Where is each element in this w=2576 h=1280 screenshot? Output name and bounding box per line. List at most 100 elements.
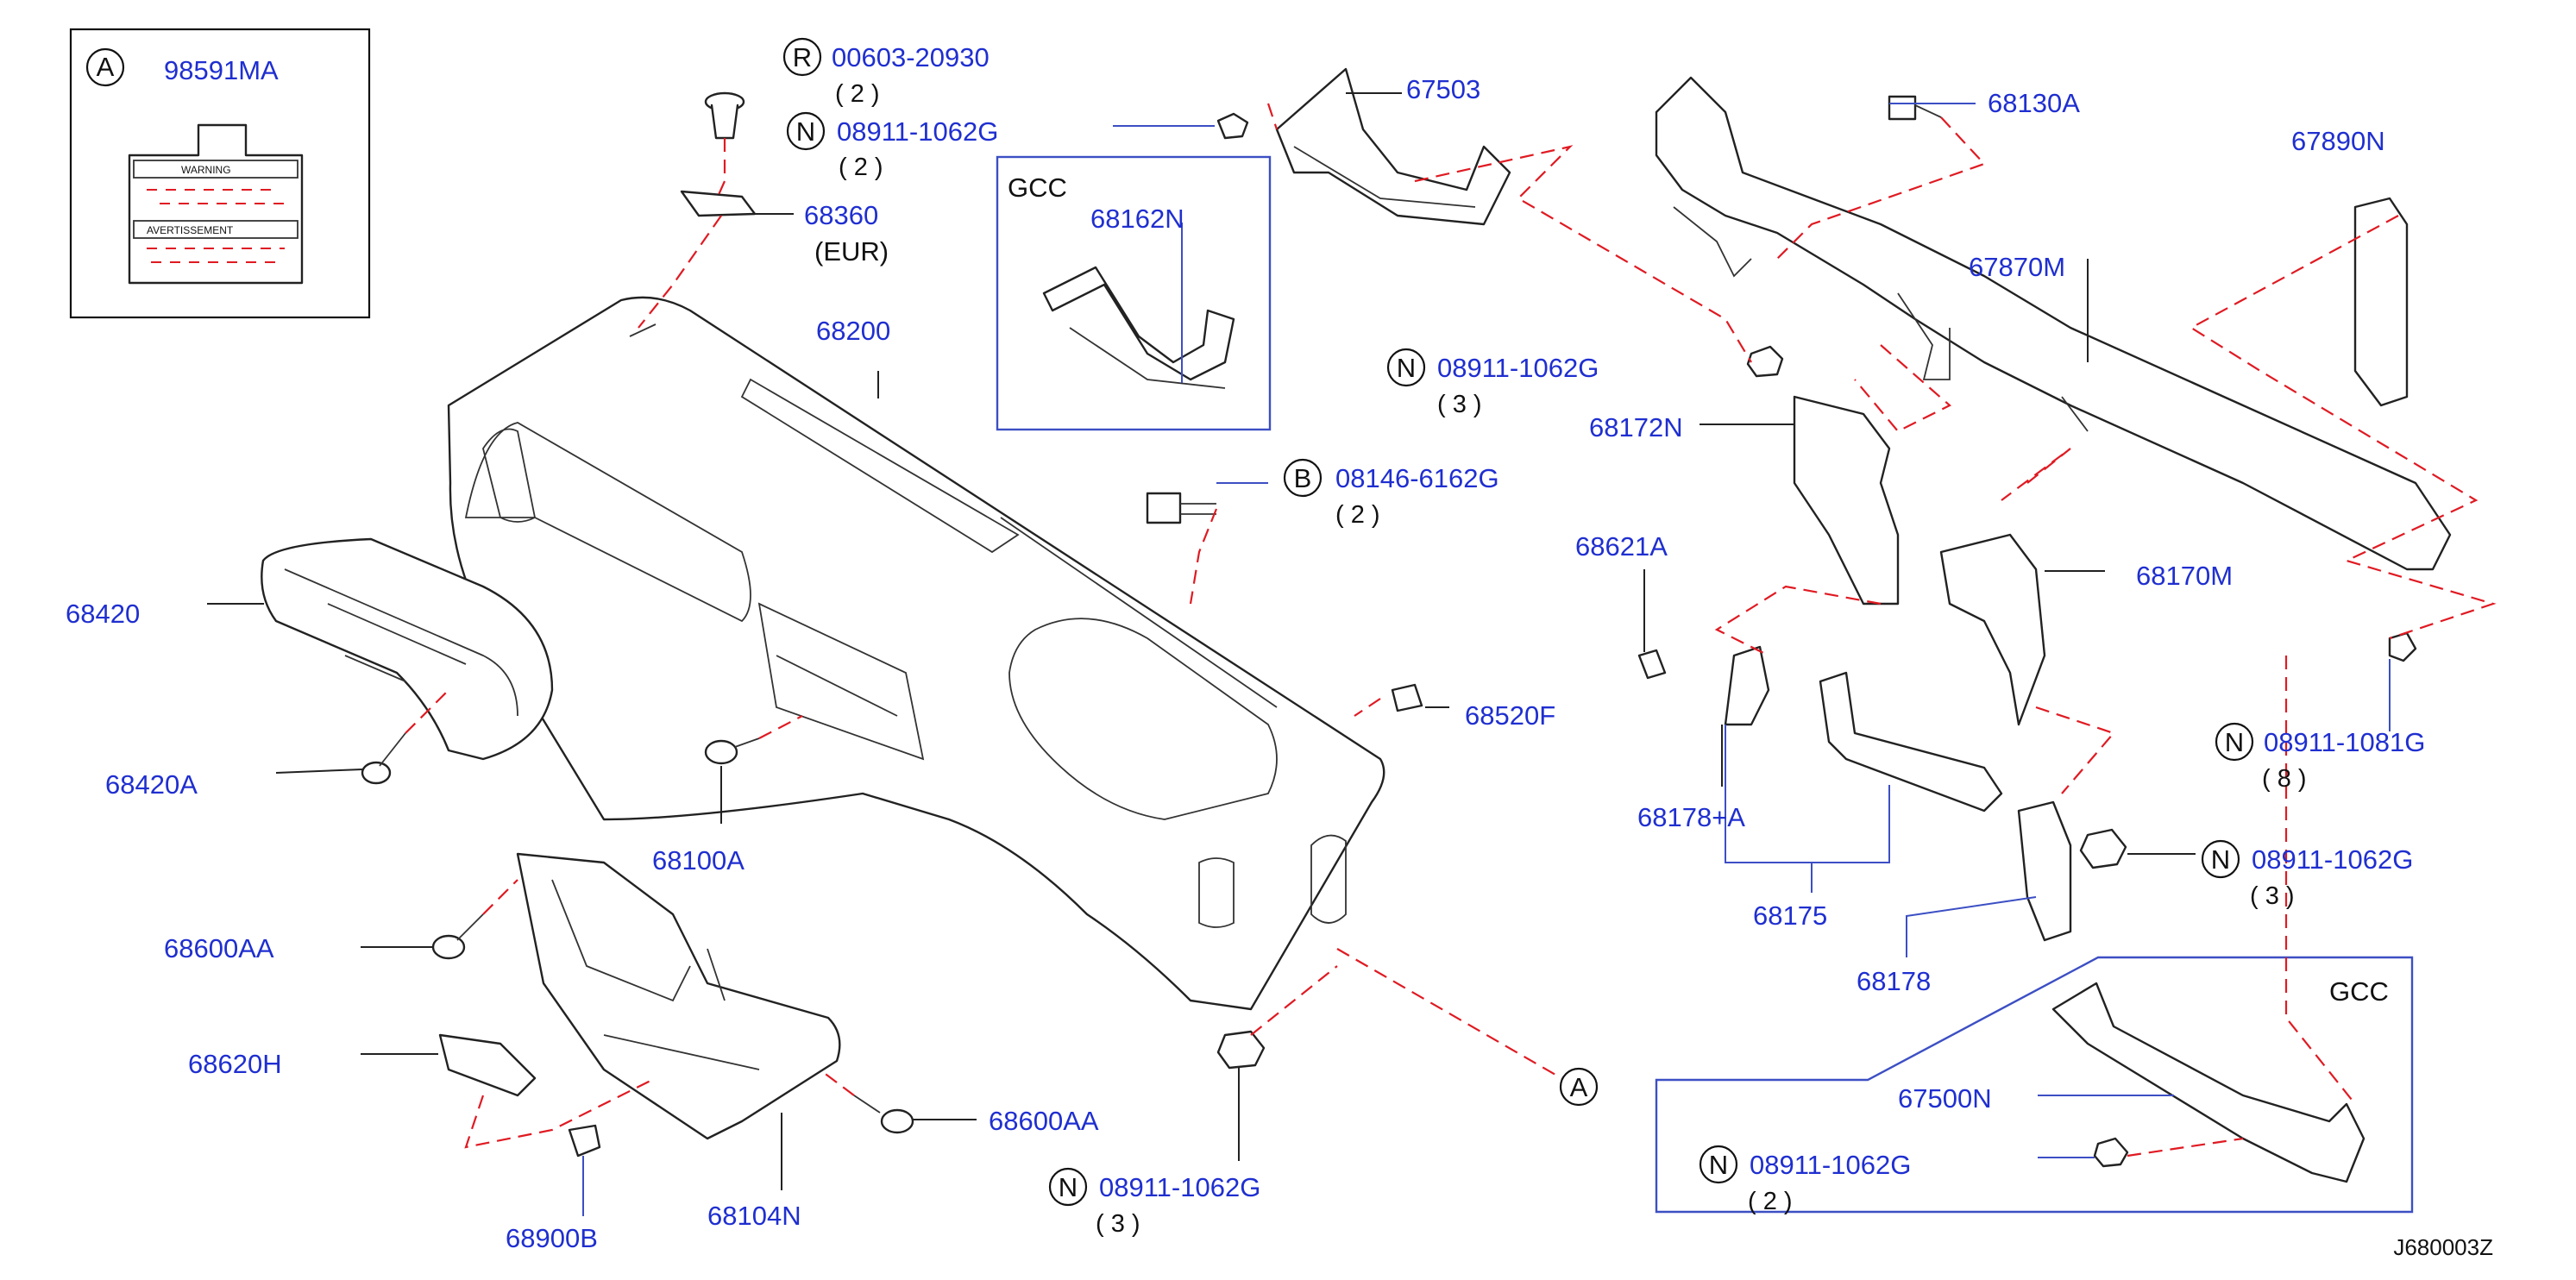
nut-08911-mid-drawing[interactable] bbox=[1746, 345, 1784, 378]
clip-68520F-body bbox=[1391, 683, 1423, 712]
part-68200[interactable]: 68200 bbox=[816, 316, 890, 346]
bracket-68172N-drawing[interactable] bbox=[1793, 395, 1900, 605]
part-67890N[interactable]: 67890N bbox=[2291, 126, 2385, 156]
bracket-68178A-drawing[interactable] bbox=[1724, 645, 1770, 726]
screw-shank bbox=[734, 737, 760, 748]
avertissement-header bbox=[133, 220, 298, 239]
dash-line bbox=[2035, 706, 2115, 794]
duct-67503-drawing[interactable] bbox=[1275, 67, 1511, 226]
part-08146-6162G[interactable]: 08146-6162G bbox=[1335, 463, 1499, 493]
screw-68100A-drawing[interactable] bbox=[704, 737, 760, 765]
part-68600AA-left[interactable]: 68600AA bbox=[164, 933, 274, 963]
nut-67503-drawing[interactable] bbox=[1216, 112, 1249, 140]
marker-b-circle bbox=[1283, 458, 1323, 498]
dash-top-line bbox=[1000, 517, 1278, 708]
nut-08911-right-drawing[interactable] bbox=[2079, 828, 2127, 869]
part-08911-1062G-bottom[interactable]: 08911-1062G bbox=[1099, 1172, 1260, 1202]
marker-n: N bbox=[2225, 727, 2244, 757]
part-68178[interactable]: 68178 bbox=[1857, 966, 1931, 996]
bolt-shank bbox=[1180, 503, 1216, 515]
part-08911-1062G-bottom-right[interactable]: 08911-1062G bbox=[1750, 1150, 1911, 1180]
part-68900B[interactable]: 68900B bbox=[506, 1223, 598, 1253]
part-68175[interactable]: 68175 bbox=[1753, 900, 1827, 931]
part-68162N[interactable]: 68162N bbox=[1090, 204, 1184, 234]
lower-cover-68104N-drawing[interactable] bbox=[516, 852, 841, 1140]
part-08911-1081G[interactable]: 08911-1081G bbox=[2264, 727, 2425, 757]
part-68520F[interactable]: 68520F bbox=[1465, 700, 1555, 731]
screw-68600AA-right-drawing[interactable] bbox=[853, 1095, 914, 1134]
part-68600AA-right[interactable]: 68600AA bbox=[989, 1106, 1099, 1136]
part-68100A[interactable]: 68100A bbox=[652, 845, 745, 875]
cluster-lid-68420-drawing[interactable] bbox=[261, 537, 554, 761]
part-68170M[interactable]: 68170M bbox=[2136, 561, 2233, 591]
clip-68621A-drawing[interactable] bbox=[1637, 649, 1667, 680]
nut-08911-bottom-right-drawing[interactable] bbox=[2093, 1137, 2129, 1168]
marker-r-circle bbox=[782, 37, 822, 77]
gcc-box-lower bbox=[1655, 956, 2414, 1214]
marker-n: N bbox=[1059, 1172, 1078, 1202]
screw-68600AA-left-drawing[interactable] bbox=[431, 913, 484, 960]
bracket-68178-drawing[interactable] bbox=[2017, 800, 2072, 942]
marker-n-circle bbox=[1386, 348, 1426, 387]
clip-68900B-drawing[interactable] bbox=[568, 1124, 601, 1158]
part-68420A[interactable]: 68420A bbox=[105, 769, 198, 800]
dash-line bbox=[2284, 656, 2356, 1105]
bracket-67890N-body bbox=[2353, 197, 2409, 407]
bolt-08911-1081-drawing[interactable] bbox=[2388, 631, 2417, 662]
inset-a: A 98591MA WARNING AVERTISSEMENT bbox=[69, 28, 371, 319]
screw-head bbox=[361, 761, 392, 785]
bracket-68175-drawing[interactable] bbox=[1819, 671, 2003, 813]
nut-body bbox=[1216, 112, 1249, 140]
bolt-68130A-drawing[interactable] bbox=[1888, 95, 1942, 121]
nut-08911-bottom-drawing[interactable] bbox=[1216, 1030, 1266, 1070]
gcc-box-lower-frame bbox=[1655, 956, 2414, 1214]
dash-line bbox=[758, 715, 803, 739]
clip-68621A-body bbox=[1637, 649, 1667, 680]
marker-n-circle bbox=[2215, 722, 2254, 762]
part-67870M[interactable]: 67870M bbox=[1969, 252, 2065, 282]
clip-68620H-drawing[interactable] bbox=[438, 1033, 537, 1097]
qty-08911-1081G: ( 8 ) bbox=[2262, 765, 2307, 793]
part-98591MA[interactable]: 98591MA bbox=[164, 55, 279, 85]
beam-67500N-drawing[interactable] bbox=[2051, 982, 2366, 1183]
gcc-duct-68162N-drawing[interactable] bbox=[996, 155, 1272, 431]
dash-line bbox=[1266, 103, 1279, 130]
nut-body bbox=[1216, 1030, 1266, 1070]
part-08911-1062G-right[interactable]: 08911-1062G bbox=[2252, 844, 2413, 875]
lower-cover-inner bbox=[551, 879, 691, 1002]
dash-line bbox=[2001, 448, 2071, 501]
clip-68520F-drawing[interactable] bbox=[1391, 683, 1423, 712]
part-67503[interactable]: 67503 bbox=[1406, 74, 1480, 104]
part-68620H[interactable]: 68620H bbox=[188, 1049, 282, 1079]
steering-member-67870M-drawing[interactable] bbox=[1655, 76, 2452, 571]
dash-line bbox=[819, 1069, 855, 1096]
bracket-68360-body bbox=[680, 190, 757, 217]
cluster-lid-shell bbox=[261, 537, 554, 761]
part-68420[interactable]: 68420 bbox=[66, 599, 140, 629]
bracket-68175-body bbox=[1819, 671, 2003, 813]
part-00603-20930[interactable]: 00603-20930 bbox=[832, 42, 990, 72]
part-67500N[interactable]: 67500N bbox=[1898, 1083, 1992, 1114]
screw-68420A-drawing[interactable] bbox=[361, 732, 406, 785]
marker-n: N bbox=[1397, 353, 1416, 383]
part-68178-plus-a[interactable]: 68178+A bbox=[1637, 802, 1745, 832]
part-68360[interactable]: 68360 bbox=[804, 200, 878, 230]
bracket-68360-drawing[interactable] bbox=[680, 190, 757, 217]
part-08911-1062G-mid[interactable]: 08911-1062G bbox=[1437, 353, 1599, 383]
part-68130A[interactable]: 68130A bbox=[1988, 88, 2080, 118]
qty-08911-1062G-mid: ( 3 ) bbox=[1437, 391, 1482, 418]
qty-08911-1062G-top: ( 2 ) bbox=[839, 154, 883, 181]
bolt-08146-drawing[interactable] bbox=[1146, 492, 1216, 524]
part-68104N[interactable]: 68104N bbox=[707, 1201, 801, 1231]
part-68172N[interactable]: 68172N bbox=[1589, 412, 1683, 442]
center-stack-opening bbox=[757, 602, 925, 761]
bracket-67890N-drawing[interactable] bbox=[2353, 197, 2409, 407]
screw-head bbox=[880, 1108, 914, 1134]
part-08911-1062G-top[interactable]: 08911-1062G bbox=[837, 116, 998, 147]
part-68621A[interactable]: 68621A bbox=[1575, 531, 1668, 562]
bracket-68170M-drawing[interactable] bbox=[1939, 533, 2046, 726]
dash-line bbox=[1189, 508, 1218, 605]
rivet-00603-drawing[interactable] bbox=[704, 91, 745, 140]
leader-68178 bbox=[1906, 896, 2037, 957]
part-callouts: R 00603-20930 ( 2 ) N 08911-1062G ( 2 ) … bbox=[66, 37, 2493, 1260]
